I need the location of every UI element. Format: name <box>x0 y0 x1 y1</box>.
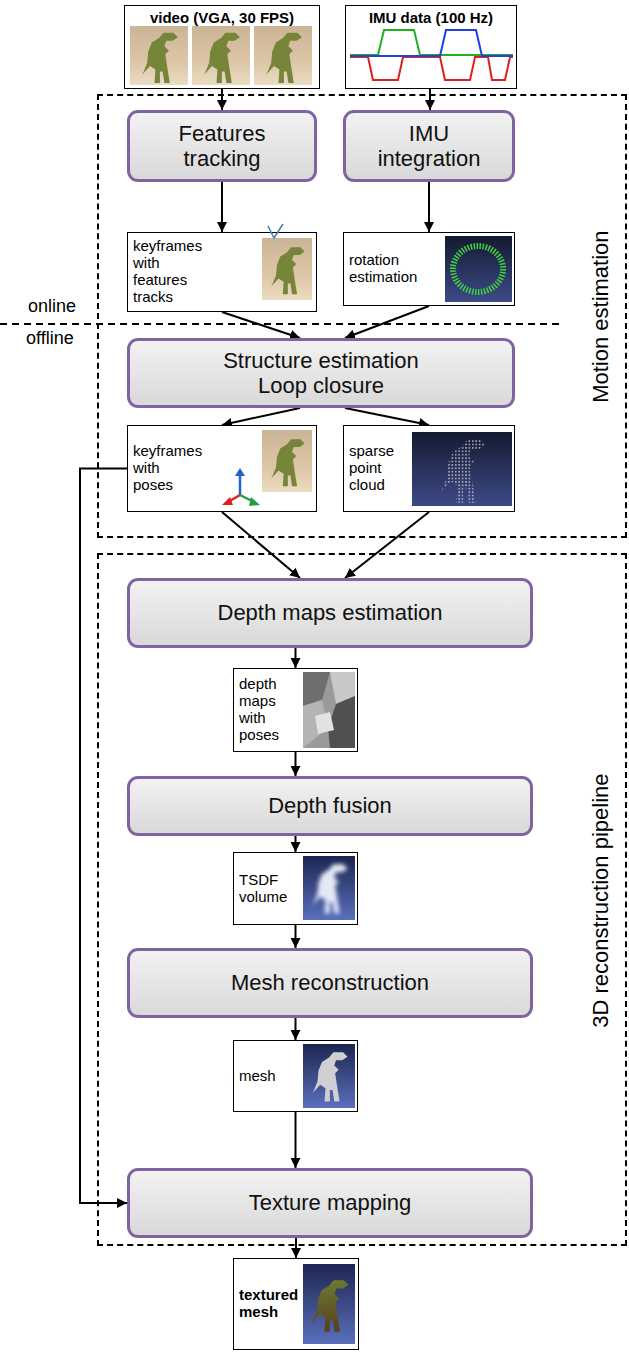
process-box: IMU integration <box>343 110 515 182</box>
box-label: keyframes with poses <box>133 443 202 493</box>
arrow-connector <box>221 89 223 110</box>
data-box: keyframes with poses <box>127 425 317 512</box>
mode-label: online <box>28 297 76 317</box>
online-offline-divider <box>0 323 560 325</box>
arrow-connector <box>345 408 429 425</box>
process-label: Depth maps estimation <box>218 600 443 625</box>
imu-plot <box>350 30 513 80</box>
box-label: IMU data (100 Hz) <box>369 9 493 26</box>
mode-label: offline <box>26 329 74 349</box>
box-label: depth maps with poses <box>239 676 279 743</box>
data-box: keyframes with features tracks <box>127 232 317 312</box>
mesh-thumbnail <box>303 1044 355 1108</box>
arrow-connector <box>345 306 429 338</box>
data-box: textured mesh <box>233 1258 359 1350</box>
process-label: Features tracking <box>179 121 266 172</box>
input-data-box: IMU data (100 Hz) <box>345 5 517 89</box>
video-frames <box>130 26 312 85</box>
process-label: Loop closure <box>258 373 384 398</box>
arrow-connector <box>295 925 297 948</box>
arrow-connector <box>222 312 300 338</box>
tsdf-thumbnail <box>303 856 355 920</box>
arrow-connector <box>345 512 429 578</box>
sparse-cloud-thumbnail <box>412 432 512 506</box>
arrow-connector <box>295 836 297 852</box>
depth-map-thumbnail <box>303 672 355 748</box>
process-label: Texture mapping <box>249 1190 412 1215</box>
arrow-connector <box>295 648 297 668</box>
process-box: Texture mapping <box>127 1168 533 1238</box>
box-label: keyframes with features tracks <box>133 238 202 305</box>
rotation-thumbnail <box>445 236 512 302</box>
arrow-connector <box>295 752 297 776</box>
region-title: Motion estimation <box>588 230 613 402</box>
keyframe-thumbnail <box>262 224 312 300</box>
process-box: Depth maps estimation <box>127 578 533 648</box>
arrow-connector <box>295 1238 297 1258</box>
data-box: depth maps with poses <box>233 668 358 752</box>
data-box: rotation estimation <box>343 232 515 306</box>
box-label: sparse point cloud <box>349 443 394 493</box>
arrow-connector <box>221 182 223 232</box>
process-label: IMU integration <box>378 121 481 172</box>
arrow-connector <box>80 469 127 1204</box>
process-label: Depth fusion <box>268 793 392 818</box>
box-label: rotation estimation <box>349 252 417 286</box>
data-box: TSDF volume <box>233 852 358 925</box>
process-label: Mesh reconstruction <box>231 970 429 995</box>
input-data-box: video (VGA, 30 FPS) <box>124 5 320 89</box>
data-box: sparse point cloud <box>343 425 515 512</box>
arrow-connector <box>428 182 430 232</box>
box-label: mesh <box>239 1068 276 1085</box>
process-box: Features tracking <box>127 110 317 182</box>
stage-region: 3D reconstruction pipeline Depth maps est… <box>97 553 627 1246</box>
textured-mesh-thumbnail <box>303 1264 355 1344</box>
stage-region: Motion estimation Features tracking IMU in… <box>97 94 627 538</box>
region-title: 3D reconstruction pipeline <box>588 773 613 1027</box>
arrow-connector <box>222 408 300 425</box>
box-label: textured mesh <box>239 1287 298 1321</box>
arrow-connector <box>295 1112 297 1168</box>
process-box: Structure estimationLoop closure <box>127 338 515 408</box>
process-box: Mesh reconstruction <box>127 948 533 1018</box>
arrow-connector <box>429 89 431 110</box>
process-box: Depth fusion <box>127 776 533 836</box>
data-box: mesh <box>233 1040 358 1112</box>
process-label: Structure estimation <box>223 348 419 373</box>
box-label: TSDF volume <box>239 872 287 906</box>
pose-thumbnail <box>222 430 312 506</box>
arrow-connector <box>222 512 300 578</box>
box-label: video (VGA, 30 FPS) <box>150 9 294 26</box>
arrow-connector <box>295 1018 297 1040</box>
